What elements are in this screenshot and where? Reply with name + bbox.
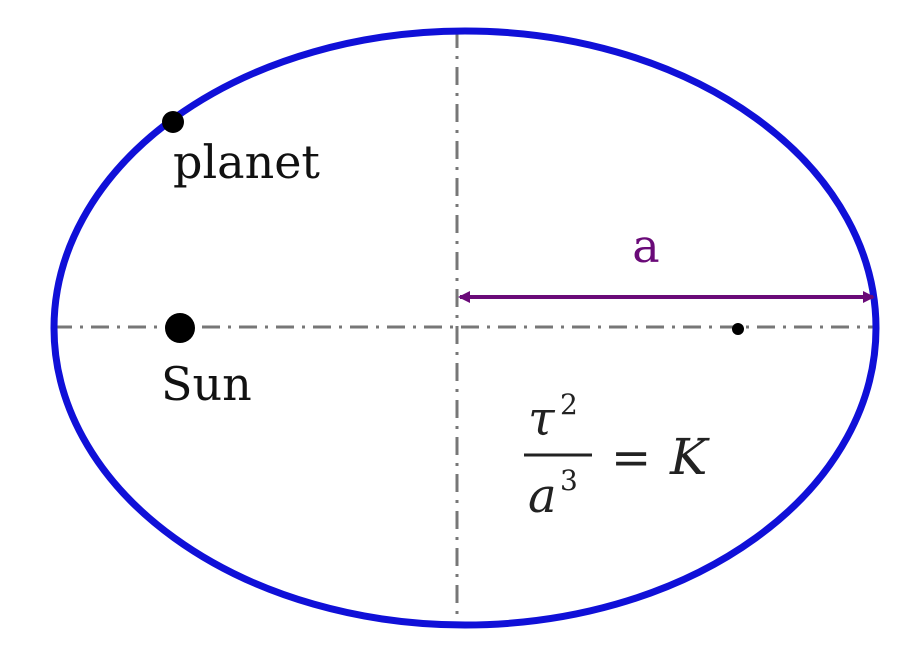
formula-denominator-a: a xyxy=(528,468,557,524)
orbit-ellipse xyxy=(50,27,880,629)
formula-numerator-exponent: 2 xyxy=(560,388,578,421)
formula-equals-sign: = xyxy=(611,430,651,486)
empty-focus-point xyxy=(732,323,744,335)
planet-point xyxy=(162,111,184,133)
formula-constant-k: K xyxy=(669,428,710,486)
formula-numerator-tau: τ xyxy=(528,391,556,447)
sun-label: Sun xyxy=(161,357,252,411)
kepler-third-law-formula: τ 2 a 3 = K xyxy=(524,388,710,524)
planet-label: planet xyxy=(173,135,320,189)
semi-major-axis-label: a xyxy=(632,219,659,273)
formula-denominator-exponent: 3 xyxy=(560,464,578,497)
sun-point xyxy=(165,313,195,343)
